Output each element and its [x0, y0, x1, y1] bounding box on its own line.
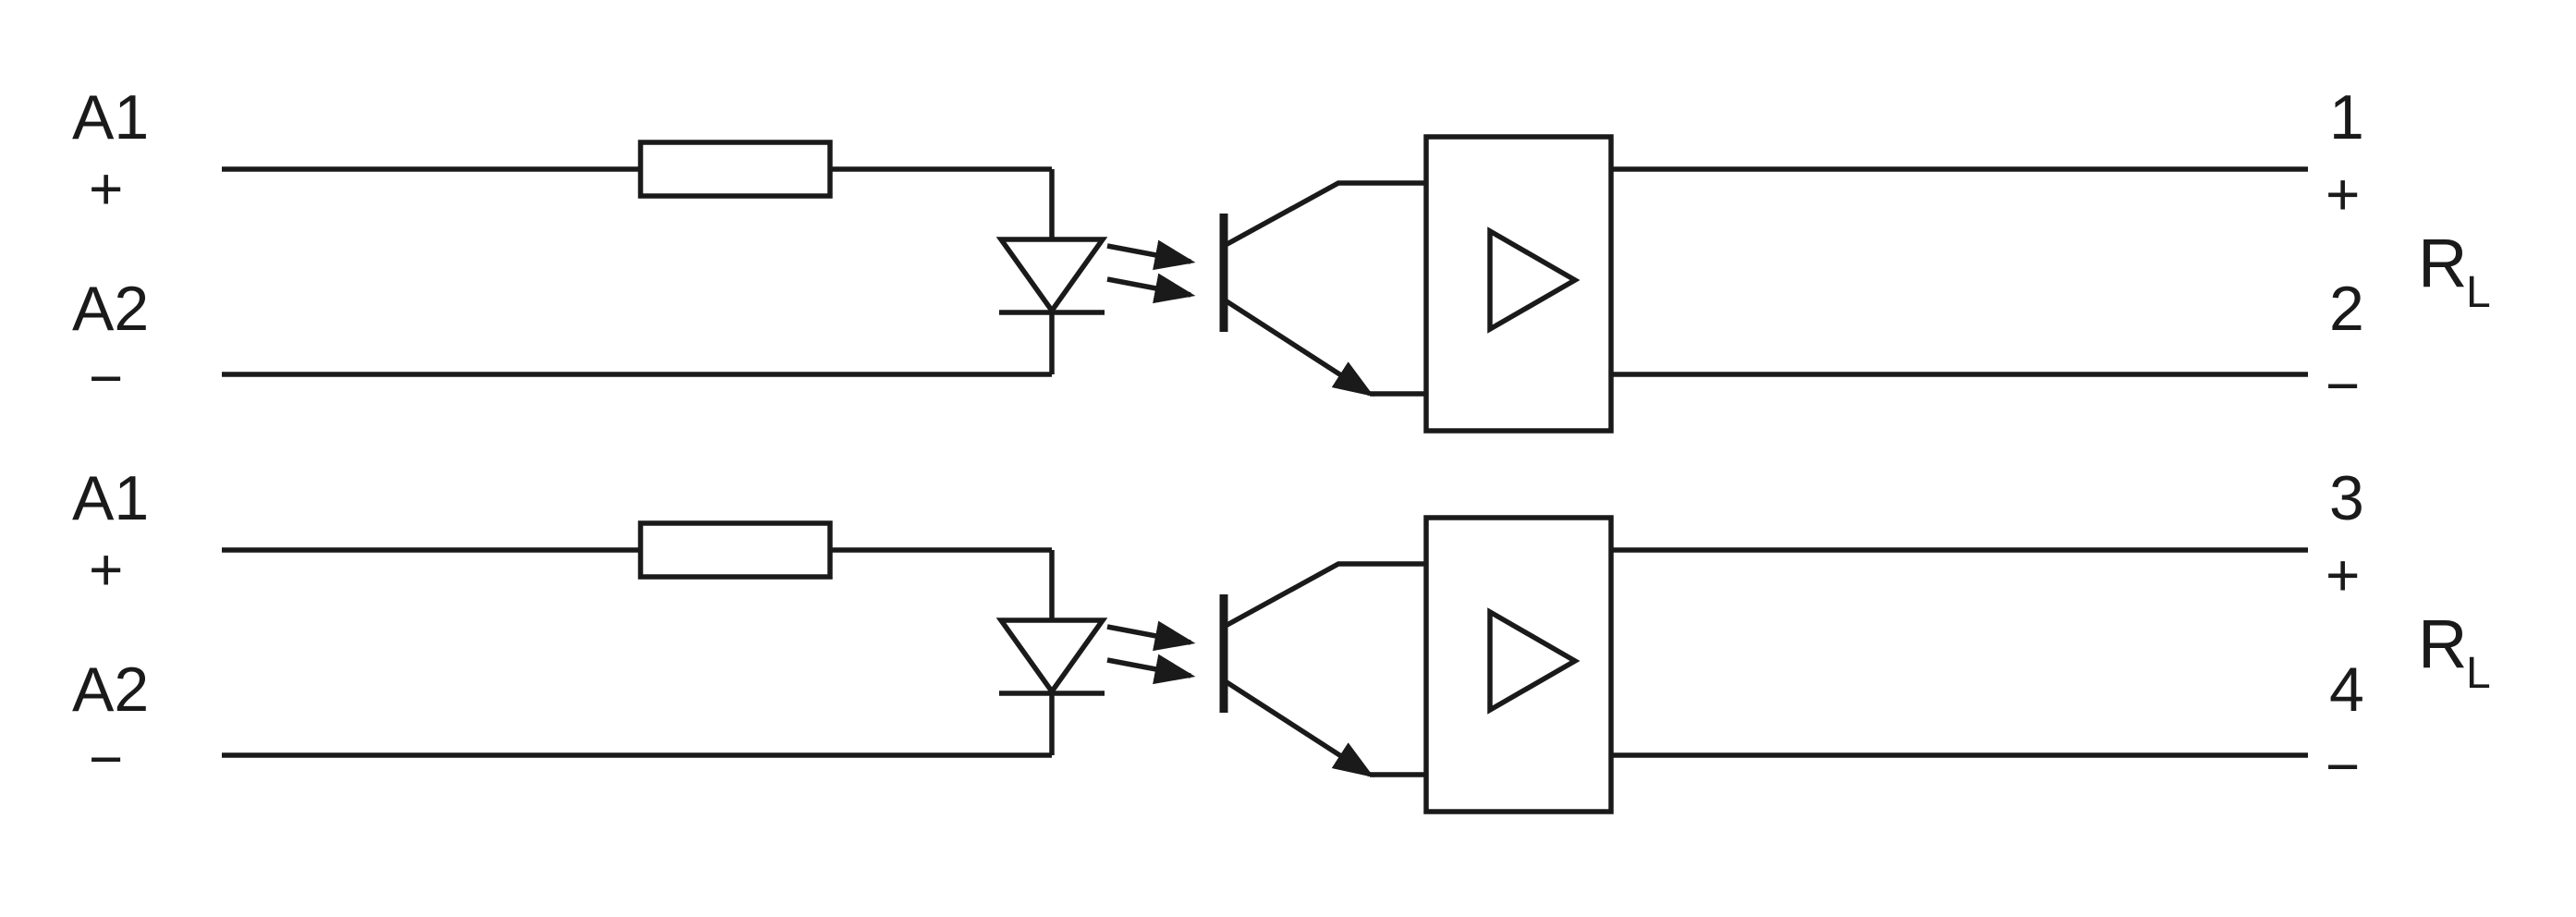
load-resistor-label: R: [2418, 605, 2467, 682]
input-terminal-label: A2: [72, 654, 149, 725]
channel-2-circuit: [222, 518, 2308, 812]
output-polarity-label: −: [2326, 352, 2360, 419]
output-polarity-label: +: [2326, 161, 2360, 227]
channel-1: A1 + A2 − 1 + 2 − R L: [72, 82, 2491, 431]
channel-1-labels: A1 + A2 − 1 + 2 − R L: [72, 82, 2491, 419]
input-terminal-label: A1: [72, 82, 149, 153]
channel-1-circuit: [222, 137, 2308, 431]
input-polarity-label: +: [89, 155, 123, 222]
load-resistor-subscript: L: [2466, 268, 2491, 317]
output-terminal-label: 4: [2329, 654, 2364, 725]
output-terminal-label: 3: [2329, 463, 2364, 533]
load-resistor-label: R: [2418, 225, 2467, 301]
channel-2-labels: A1 + A2 − 3 + 4 − R L: [72, 463, 2491, 800]
input-polarity-label: −: [89, 726, 123, 792]
input-polarity-label: +: [89, 536, 123, 603]
output-polarity-label: −: [2326, 733, 2360, 800]
input-terminal-label: A2: [72, 274, 149, 344]
output-terminal-label: 2: [2329, 274, 2364, 344]
output-polarity-label: +: [2326, 542, 2360, 608]
load-resistor-subscript: L: [2466, 649, 2491, 698]
input-terminal-label: A1: [72, 463, 149, 533]
output-terminal-label: 1: [2329, 82, 2364, 153]
channel-2: A1 + A2 − 3 + 4 − R L: [72, 463, 2491, 812]
input-polarity-label: −: [89, 345, 123, 411]
